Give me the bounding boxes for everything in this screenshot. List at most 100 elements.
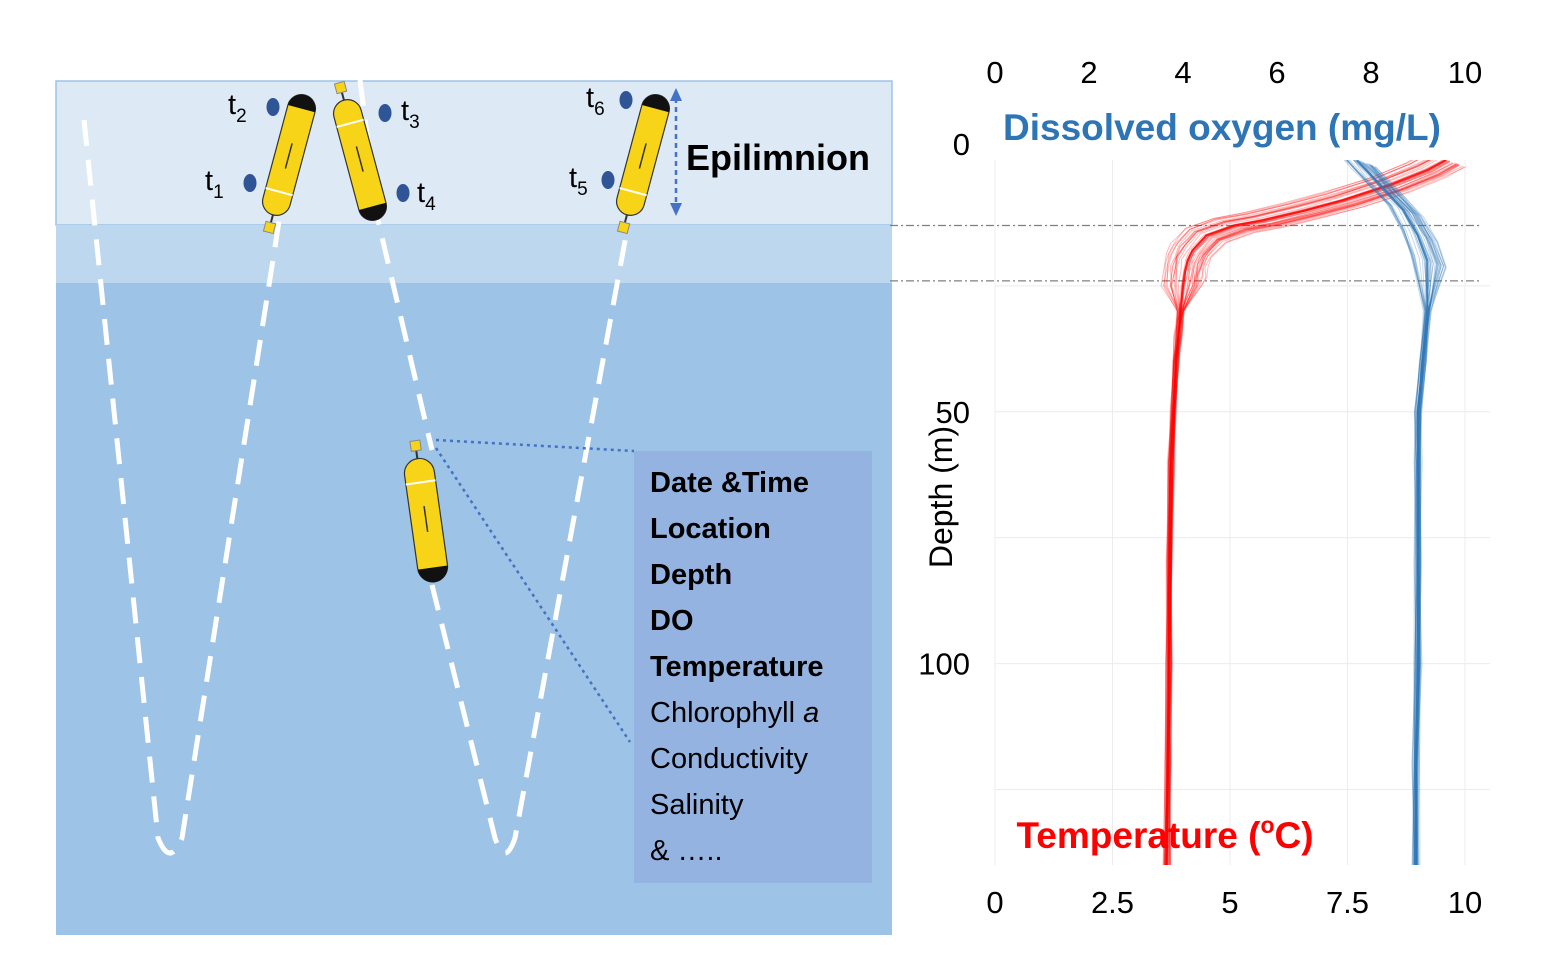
y-axis-tick-label: 100 <box>918 647 970 682</box>
sensor-item-do: DO <box>650 605 694 637</box>
bottom-axis-tick-label: 7.5 <box>1326 885 1369 920</box>
y-axis-tick-label: 50 <box>936 395 970 430</box>
temperature-profile-line <box>1167 162 1456 866</box>
dissolved_oxygen-mean-line <box>1356 160 1429 865</box>
lake-cross-section: Epilimnion <box>55 79 893 935</box>
temperature-profile-line <box>1167 166 1465 866</box>
temperature-profile-line <box>1162 160 1429 866</box>
temperature-profile-line <box>1162 160 1419 866</box>
top-axis-tick-label: 8 <box>1362 55 1379 90</box>
temperature-profile-line <box>1165 162 1454 866</box>
top-axis-tick-label: 4 <box>1174 55 1191 90</box>
bottom-axis-tick-label: 10 <box>1448 885 1482 920</box>
timestamp-dot-t6 <box>619 91 633 109</box>
profile-chart: 0 2 4 6 8 10 0 2.5 5 7.5 10 0 50 100 Dissolved oxyg… <box>890 55 1490 920</box>
y-axis-label: Depth (m) <box>923 426 959 568</box>
temperature-profile-line <box>1164 160 1415 866</box>
temperature-profile-line <box>1165 160 1450 866</box>
top-axis-tick-label: 2 <box>1080 55 1097 90</box>
sensor-item-temperature: Temperature <box>650 651 824 683</box>
top-axis-label: Dissolved oxygen (mg/L) <box>1003 107 1441 148</box>
timestamp-dot-t4 <box>396 184 410 202</box>
temperature-mean-line <box>1165 160 1447 866</box>
timestamp-label-t4: t4 <box>417 177 436 215</box>
dissolved_oxygen-profile-line <box>1368 164 1442 866</box>
temperature-profile-line <box>1169 164 1459 866</box>
dissolved_oxygen-profile-line <box>1360 160 1432 866</box>
sensor-item-chlorophyll: Chlorophyll a <box>650 697 819 729</box>
epilimnion-label: Epilimnion <box>686 137 870 178</box>
dissolved_oxygen-profile-line <box>1371 165 1442 866</box>
temperature-profile-line <box>1166 162 1453 866</box>
top-axis-tick-label: 6 <box>1268 55 1285 90</box>
top-axis-tick-label: 0 <box>986 55 1003 90</box>
temperature-profile-line <box>1168 165 1464 866</box>
epilimnion-depth-arrow <box>670 88 682 216</box>
chart-grid <box>994 160 1490 865</box>
temperature-profile-line <box>1166 164 1461 866</box>
temperature-profile-line <box>1164 160 1447 866</box>
sensor-item-salinity: Salinity <box>650 789 744 821</box>
dissolved_oxygen-profile-line <box>1364 163 1439 866</box>
timestamp-dot-t3 <box>378 104 392 122</box>
timestamp-dot-t5 <box>601 171 615 189</box>
dissolved_oxygen-profile-line <box>1374 166 1447 866</box>
dissolved_oxygen-profile-line <box>1346 160 1427 866</box>
water-transition-layer <box>56 225 892 283</box>
temperature-profile-line <box>1163 160 1431 866</box>
temperature-profile-line <box>1164 160 1418 866</box>
timestamp-label-t1: t1 <box>205 165 224 203</box>
sensor-item-more: & ….. <box>650 835 723 867</box>
temperature-profile-line <box>1162 160 1419 866</box>
y-axis-tick-label: 0 <box>953 127 970 162</box>
temperature-profile-line <box>1166 160 1448 866</box>
bottom-axis-tick-label: 2.5 <box>1091 885 1134 920</box>
dissolved_oxygen-profile-line <box>1344 160 1426 866</box>
glider-underwater <box>403 439 449 583</box>
dissolved_oxygen-profile-line <box>1369 164 1440 866</box>
top-axis-tick-label: 10 <box>1448 55 1482 90</box>
temperature-profile-line <box>1165 163 1458 866</box>
timestamp-label-t6: t6 <box>586 82 605 120</box>
callout-line-bottom <box>434 447 632 743</box>
temperature-profile-line <box>1163 160 1434 866</box>
temperature-profile-line <box>1165 160 1426 866</box>
y-axis-ticks: 0 50 100 <box>918 127 970 682</box>
timestamp-markers: t1 t2 t3 t4 t5 t6 <box>205 82 633 215</box>
sensor-item-location: Location <box>650 513 771 545</box>
temperature-profile-line <box>1167 163 1457 865</box>
temperature-profile-line <box>1166 160 1432 866</box>
temperature-profile-line <box>1163 160 1438 866</box>
dissolved_oxygen-profile-line <box>1368 163 1437 866</box>
dissolved_oxygen-profile-line <box>1346 160 1427 866</box>
sensor-item-conductivity: Conductivity <box>650 743 808 775</box>
dissolved_oxygen-profile-line <box>1371 165 1444 866</box>
dissolved_oxygen-profile-line <box>1375 166 1447 866</box>
dissolved_oxygen-profile-line <box>1346 160 1425 866</box>
glider-surface-2 <box>332 80 388 221</box>
top-axis-ticks: 0 2 4 6 8 10 <box>986 55 1482 90</box>
timestamp-dot-t1 <box>243 174 257 192</box>
bottom-axis-tick-label: 5 <box>1221 885 1238 920</box>
chart-series <box>1160 160 1467 866</box>
timestamp-dot-t2 <box>266 98 280 116</box>
temperature-profile-line <box>1166 161 1451 866</box>
temperature-profile-line <box>1165 160 1432 866</box>
sensor-info-box: Date &Time Location Depth DO Temperature… <box>634 451 872 883</box>
temperature-profile-line <box>1160 160 1413 866</box>
dissolved_oxygen-profile-line <box>1343 160 1424 866</box>
bottom-axis-label: Temperature (oC) <box>1016 812 1313 856</box>
temperature-profile-line <box>1165 160 1430 865</box>
timestamp-label-t3: t3 <box>401 95 420 133</box>
dissolved_oxygen-profile-line <box>1353 160 1426 866</box>
dissolved_oxygen-profile-line <box>1353 160 1426 866</box>
glider-surface-1 <box>261 94 317 235</box>
sensor-item-depth: Depth <box>650 559 732 591</box>
timestamp-label-t2: t2 <box>228 89 247 127</box>
temperature-profile-line <box>1168 164 1459 866</box>
dissolved_oxygen-profile-line <box>1345 160 1426 866</box>
glider-surface-3 <box>615 94 671 235</box>
sensor-item-datetime: Date &Time <box>650 467 809 499</box>
